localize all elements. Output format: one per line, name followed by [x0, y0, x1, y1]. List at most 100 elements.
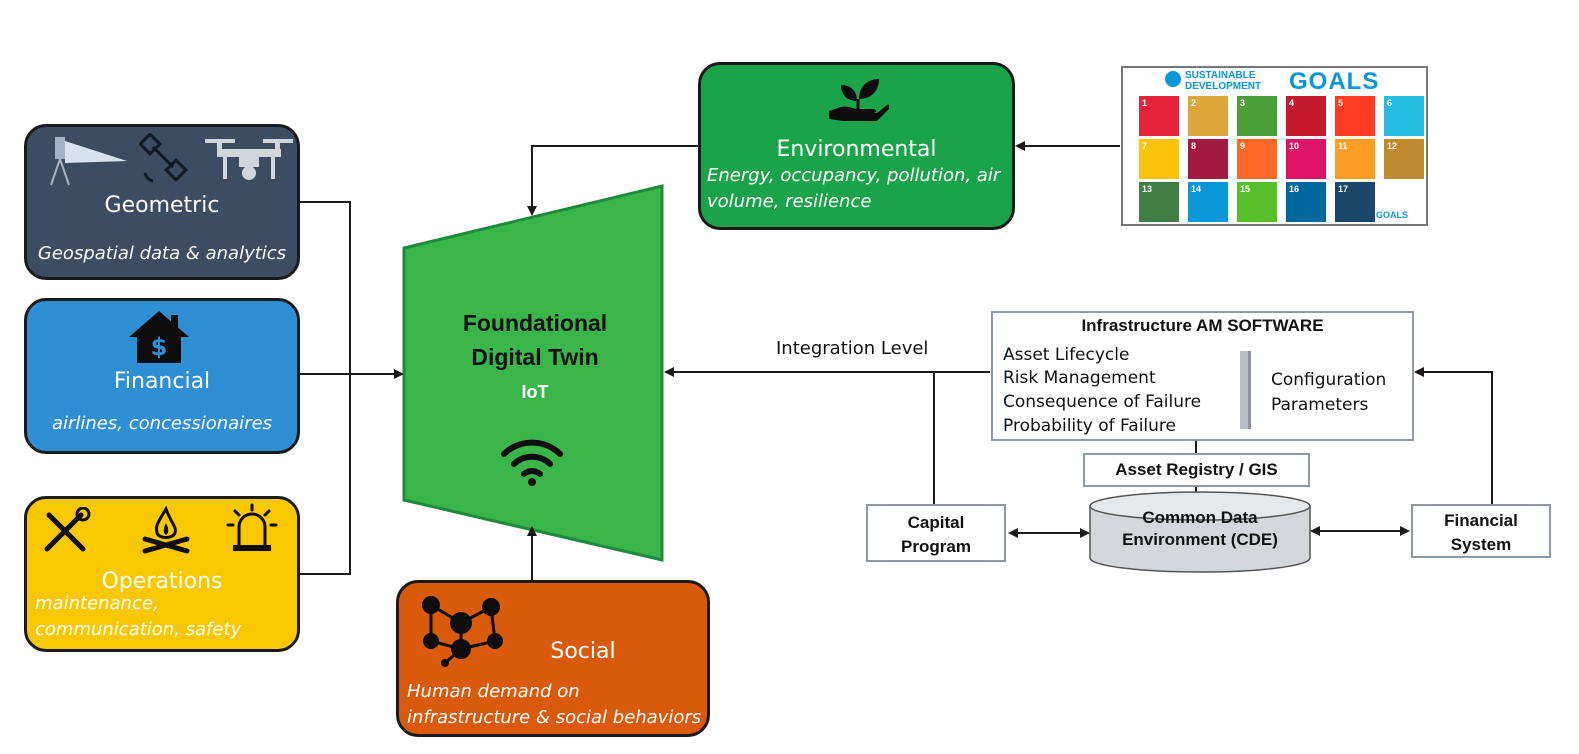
financial-box: $ Financial airlines, concessionaires [24, 298, 300, 454]
environmental-subtitle: Energy, occupancy, pollution, air volume… [707, 163, 1008, 215]
sdg-tile-number: 1 [1142, 98, 1148, 108]
sdg-tile-number: 7 [1142, 141, 1148, 151]
financial-system-box: Financial System [1411, 504, 1551, 558]
sdg-tile: 15 [1237, 182, 1277, 222]
sdg-tile-number: 9 [1240, 141, 1246, 151]
financial-system-connector [1414, 367, 1493, 504]
sdg-footer-goals: GOALS [1376, 210, 1409, 220]
environmental-subtitle-line2: volume, resilience [707, 191, 872, 212]
sdg-tile-number: 10 [1289, 141, 1300, 151]
sdg-tile: 13 [1139, 182, 1179, 222]
environmental-subtitle-line1: Energy, occupancy, pollution, air [707, 165, 1001, 186]
operations-subtitle-line1: maintenance, [35, 593, 159, 614]
sdg-tile: 2 [1188, 96, 1228, 136]
cde-label-line1: Common Data [1142, 508, 1258, 527]
cde-links [1008, 526, 1410, 538]
capital-program-line1: Capital [907, 513, 965, 532]
sdg-tile-number: 16 [1289, 184, 1300, 194]
sdg-tile: 10 [1286, 139, 1326, 179]
house-dollar-icon: $ [129, 311, 189, 363]
cde-label-line2: Environment (CDE) [1122, 530, 1278, 549]
financial-subtitle: airlines, concessionaires [51, 413, 273, 434]
am-item-probability-of-failure: Probability of Failure [1003, 416, 1176, 436]
am-config-line1: Configuration [1271, 370, 1387, 390]
am-item-risk-management: Risk Management [1003, 368, 1156, 388]
am-software-box: Infrastructure AM SOFTWARE Asset Lifecyc… [991, 311, 1414, 441]
digital-twin-shape [402, 184, 664, 562]
campfire-icon [142, 505, 190, 554]
sdg-tile-number: 8 [1191, 141, 1197, 151]
integration-level-label: Integration Level [776, 338, 929, 359]
capital-program-box: Capital Program [866, 504, 1006, 562]
sdg-tile-number: 5 [1338, 98, 1344, 108]
environmental-box: Environmental Energy, occupancy, polluti… [698, 62, 1015, 230]
sdg-tile-number: 13 [1142, 184, 1153, 194]
sdg-tile-number: 6 [1387, 98, 1393, 108]
sdg-tile: 3 [1237, 96, 1277, 136]
sdg-tile: 6 [1384, 96, 1424, 136]
operations-subtitle: maintenance, communication, safety [35, 591, 289, 643]
social-subtitle-line2: infrastructure & social behaviors [407, 707, 702, 728]
sdg-tile: 16 [1286, 182, 1326, 222]
network-people-icon [422, 596, 503, 667]
svg-text:$: $ [151, 333, 168, 361]
laser-scanner-icon [50, 137, 127, 186]
operations-box: Operations maintenance, communication, s… [24, 496, 300, 652]
sdg-tile-number: 3 [1240, 98, 1246, 108]
sdg-tile-number: 17 [1338, 184, 1349, 194]
asset-registry-box: Asset Registry / GIS [1083, 453, 1310, 487]
am-config-line2: Parameters [1271, 395, 1369, 415]
plant-hand-icon [829, 79, 889, 121]
sdg-header-line1: SUSTAINABLE [1185, 70, 1256, 81]
sdg-tile: 8 [1188, 139, 1228, 179]
am-item-consequence-of-failure: Consequence of Failure [1003, 392, 1202, 412]
am-bracket [1240, 351, 1251, 429]
sdg-tile-number: 11 [1338, 141, 1348, 151]
financial-title: Financial [113, 369, 211, 394]
digital-twin-title-line2: Digital Twin [471, 344, 599, 370]
operations-subtitle-line2: communication, safety [35, 619, 242, 640]
sdg-tile: 17 [1335, 182, 1375, 222]
sdg-tile-number: 14 [1191, 184, 1202, 194]
un-emblem-icon [1165, 71, 1181, 87]
drone-icon [205, 139, 293, 180]
geometric-title: Geometric [104, 193, 220, 218]
geometric-subtitle: Geospatial data & analytics [37, 243, 287, 264]
geometric-box: Geometric Geospatial data & analytics [24, 124, 300, 280]
sdg-tile: 1 [1139, 96, 1179, 136]
operations-title: Operations [101, 569, 223, 594]
social-title: Social [550, 639, 616, 664]
sdg-tile-number: 15 [1240, 184, 1251, 194]
tools-icon [44, 507, 91, 552]
left-input-connectors [300, 201, 404, 575]
capital-program-line2: Program [901, 537, 971, 556]
sdg-tile: 14 [1188, 182, 1228, 222]
cde-cylinder [1089, 491, 1311, 573]
sdg-tile-number: 12 [1387, 141, 1398, 151]
digital-twin-iot-label: IoT [521, 382, 549, 402]
environmental-connector [527, 145, 698, 216]
social-box: Social Human demand on infrastructure & … [396, 580, 710, 737]
satellite-icon [139, 133, 189, 183]
wifi-icon [501, 439, 563, 486]
social-subtitle: Human demand on infrastructure & social … [407, 679, 703, 731]
sdg-tile: 7 [1139, 139, 1179, 179]
am-item-asset-lifecycle: Asset Lifecycle [1003, 345, 1130, 365]
am-software-title: Infrastructure AM SOFTWARE [1081, 316, 1324, 335]
sdg-tile: 4 [1286, 96, 1326, 136]
social-subtitle-line1: Human demand on [407, 681, 580, 702]
financial-system-line2: System [1450, 535, 1512, 554]
financial-system-line1: Financial [1444, 511, 1518, 530]
sdg-tile: 9 [1237, 139, 1277, 179]
sdg-header-goals: GOALS [1289, 68, 1380, 95]
siren-icon [226, 503, 278, 551]
sdg-tile-number: 2 [1191, 98, 1197, 108]
environmental-title: Environmental [776, 137, 937, 162]
sdg-header-line2: DEVELOPMENT [1185, 81, 1262, 92]
sdg-tile: 12 [1384, 139, 1424, 179]
sdg-tile: 5 [1335, 96, 1375, 136]
sdg-tile: 11 [1335, 139, 1375, 179]
digital-twin-title-line1: Foundational [462, 310, 608, 336]
